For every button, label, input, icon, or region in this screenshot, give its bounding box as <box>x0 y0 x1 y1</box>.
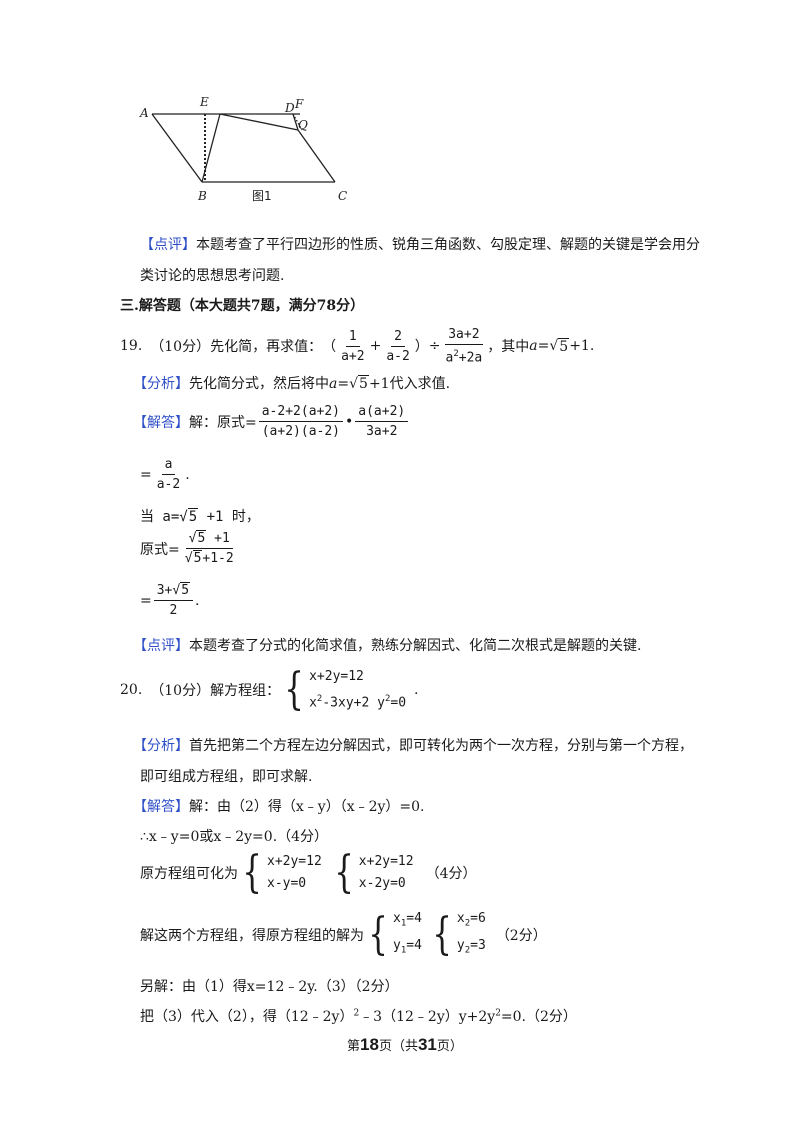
page-footer: 第18页（共31页） <box>347 1035 463 1054</box>
label-q: Q <box>298 118 308 132</box>
label-c: C <box>338 189 347 203</box>
solution-20-line1: 【解答】解：由（2）得（x﹣y）（x﹣2y）=0. <box>133 799 425 815</box>
figure-caption: 图1 <box>252 189 272 203</box>
comment-1-line2: 类讨论的思想思考问题. <box>140 268 285 284</box>
label-f: F <box>294 97 304 111</box>
label-e: E <box>199 95 209 109</box>
analysis-20-line2: 即可组成方程组，即可求解. <box>140 769 313 785</box>
analysis-20: 【分析】首先把第二个方程左边分解因式，即可转化为两个一次方程，分别与第一个方程， <box>133 738 693 754</box>
solution-19-orig: 原式= √5 +1√5+1-2 <box>140 530 239 567</box>
solution-20-line2: ∴x﹣y=0或x﹣2y=0.（4分） <box>140 829 329 845</box>
label-a: A <box>139 106 149 120</box>
page-number: 18 <box>360 1035 379 1054</box>
comment-19: 【点评】本题考查了分式的化简求值，熟练分解因式、化简二次根式是解题的关键. <box>133 638 642 654</box>
label-b: B <box>197 189 207 203</box>
comment-1-line1: 【点评】本题考查了平行四边形的性质、锐角三角函数、勾股定理、解题的关键是学会用分 <box>140 237 700 253</box>
comment-tag: 【点评】 <box>140 237 196 253</box>
fraction: a-2+2(a+2)(a+2)(a-2) <box>258 403 344 440</box>
analysis-19: 【分析】先化简分式，然后将中a=√5+1代入求值. <box>133 375 451 392</box>
solution-19-line1: 【解答】解：原式= a-2+2(a+2)(a+2)(a-2) • a(a+2)3… <box>133 403 410 440</box>
fraction: a(a+2)3a+2 <box>355 403 409 440</box>
fraction: √5 +1√5+1-2 <box>184 530 234 566</box>
section-heading: 三.解答题（本大题共7题，满分78分） <box>120 298 365 314</box>
parallelogram-figure: A E D F Q B C 图1 <box>139 95 347 203</box>
label-d: D <box>284 101 295 115</box>
solution-19-when: 当 a=√5 +1 时， <box>140 508 260 525</box>
solution-20-alt: 另解：由（1）得x=12﹣2y.（3）（2分） <box>140 979 399 995</box>
solution-20-alt2: 把（3）代入（2），得（12﹣2y）2﹣3（12﹣2y）y+2y2=0.（2分） <box>140 1008 577 1025</box>
page-total: 31 <box>417 1035 437 1054</box>
